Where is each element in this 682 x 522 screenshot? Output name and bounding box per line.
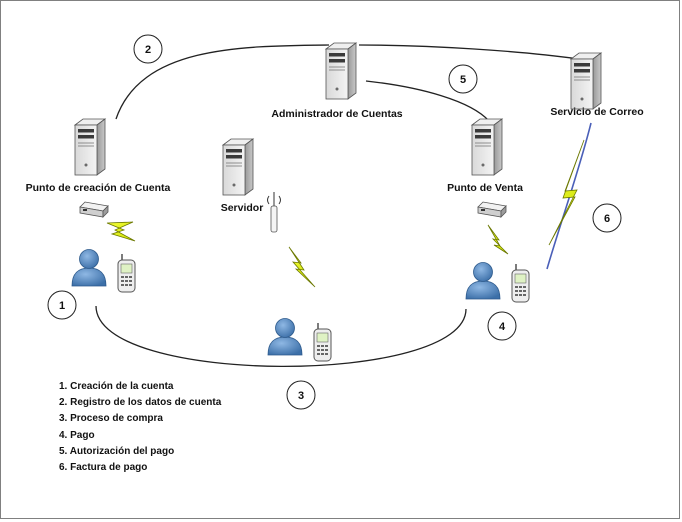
svg-text:1: 1 xyxy=(59,300,65,312)
node-label-server: Servidor xyxy=(221,202,264,214)
legend-item: 5. Autorización del pago xyxy=(59,445,175,457)
svg-text:3: 3 xyxy=(298,390,304,402)
wireless-bolt-icon xyxy=(288,246,316,288)
connector-line xyxy=(115,44,330,120)
user-icon xyxy=(465,262,501,300)
step-circle: 1 xyxy=(47,290,77,320)
phone-icon xyxy=(117,253,136,293)
server-icon xyxy=(222,138,254,196)
router-icon xyxy=(79,201,109,218)
step-circle: 5 xyxy=(448,64,478,94)
svg-text:5: 5 xyxy=(460,74,466,86)
wireless-bolt-icon xyxy=(106,221,136,242)
node-label-admin: Administrador de Cuentas xyxy=(271,108,402,120)
svg-text:4: 4 xyxy=(499,321,506,333)
step-circle: 6 xyxy=(592,203,622,233)
legend-item: 2. Registro de los datos de cuenta xyxy=(59,397,222,409)
legend-item: 6. Factura de pago xyxy=(59,462,148,474)
antenna-icon xyxy=(267,195,281,233)
connector-line xyxy=(365,80,490,122)
wireless-bolt-icon xyxy=(487,224,509,255)
admin-server-icon xyxy=(325,42,357,100)
sale-server-icon xyxy=(471,118,503,176)
user-icon xyxy=(71,249,107,287)
node-label-account-point: Punto de creación de Cuenta xyxy=(26,182,171,194)
legend-list: 1. Creación de la cuenta 2. Registro de … xyxy=(59,379,221,476)
account-server-icon xyxy=(74,118,106,176)
step-circle: 4 xyxy=(487,311,517,341)
wireless-bolt-icon xyxy=(548,139,585,246)
mail-server-icon xyxy=(570,52,602,110)
phone-icon xyxy=(511,263,530,303)
user-icon xyxy=(267,318,303,356)
legend-item: 4. Pago xyxy=(59,429,95,441)
step-circle: 3 xyxy=(286,380,316,410)
step-circle: 2 xyxy=(133,34,163,64)
connector-line xyxy=(95,305,467,367)
node-label-mail: Servicio de Correo xyxy=(550,106,643,118)
connector-line xyxy=(358,44,580,60)
legend-item: 3. Proceso de compra xyxy=(59,413,163,425)
legend-item: 1. Creación de la cuenta xyxy=(59,381,174,392)
svg-text:2: 2 xyxy=(145,44,151,56)
svg-text:6: 6 xyxy=(604,213,610,225)
node-label-sale-point: Punto de Venta xyxy=(447,182,523,194)
phone-icon xyxy=(313,322,332,362)
router-icon xyxy=(477,201,507,218)
